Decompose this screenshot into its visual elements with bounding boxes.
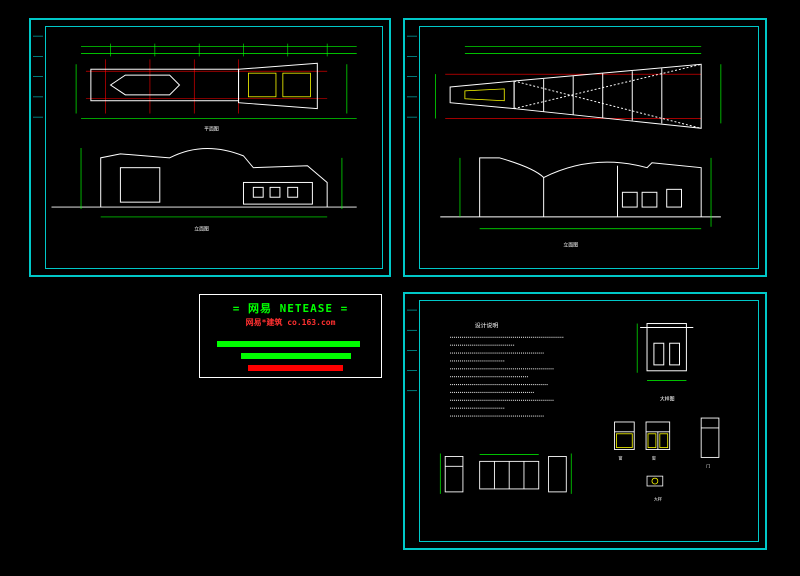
plan-caption: 平面图 xyxy=(204,126,219,132)
design-notes-text-lines xyxy=(450,336,564,417)
plan-dimension-lines xyxy=(75,46,357,119)
title-block-heading: = 网易 NETEASE = xyxy=(232,302,349,315)
sheet-1-border xyxy=(45,26,383,269)
plan-rooms xyxy=(248,72,311,98)
plan-outline xyxy=(90,62,318,110)
drawing-sheet-2[interactable]: 立面图 xyxy=(403,18,767,277)
bottom-details xyxy=(444,455,567,493)
drawing-sheet-1[interactable]: 平面图 立面图 xyxy=(29,18,391,277)
window-caption-1: 窗 xyxy=(618,455,622,460)
door-caption: 门 xyxy=(706,463,710,468)
window-details xyxy=(614,417,720,458)
title-block-bar-green-1 xyxy=(217,341,360,347)
design-notes-title: 设计说明 xyxy=(475,321,499,329)
section-outline xyxy=(440,157,721,218)
roof-plan-accent xyxy=(464,88,505,102)
sheet-3-title-strip xyxy=(407,300,417,542)
sheet-2-border xyxy=(419,26,759,269)
sheet-2-title-strip xyxy=(407,26,417,269)
elevation-caption-2: 立面图 xyxy=(563,241,578,248)
window-caption-2: 窗 xyxy=(652,455,656,460)
sheet-2-drawing: 立面图 xyxy=(435,46,722,248)
elevation-caption-1: 立面图 xyxy=(194,226,209,233)
elevation-outline xyxy=(51,147,357,208)
sheet-3-border xyxy=(419,300,759,542)
elevation-dimension-lines xyxy=(80,147,343,218)
roof-plan-outline xyxy=(449,63,702,129)
detail-elevation xyxy=(640,323,694,372)
sheet-1-drawing: 平面图 立面图 xyxy=(51,43,357,233)
title-block-bar-green-2 xyxy=(241,353,351,359)
title-block-bar-red xyxy=(248,365,343,371)
sheet-1-title-strip xyxy=(33,26,43,269)
plan-axis-lines xyxy=(85,59,328,114)
title-block-subtitle: 网易*建筑 co.163.com xyxy=(245,318,336,327)
small-detail xyxy=(646,475,664,487)
detail-caption: 大样图 xyxy=(660,395,675,402)
drawing-sheet-3[interactable]: 设计说明 大样图 窗 窗 门 大样 xyxy=(403,292,767,550)
sheet-3-drawing: 设计说明 大样图 窗 窗 门 大样 xyxy=(439,321,720,502)
roof-plan-dimension-lines xyxy=(435,46,722,124)
section-dimension-lines xyxy=(459,157,712,230)
small-detail-caption: 大样 xyxy=(654,497,662,502)
roof-plan-axis-lines xyxy=(445,73,702,119)
netease-title-block: = 网易 NETEASE = 网易*建筑 co.163.com xyxy=(199,294,382,378)
